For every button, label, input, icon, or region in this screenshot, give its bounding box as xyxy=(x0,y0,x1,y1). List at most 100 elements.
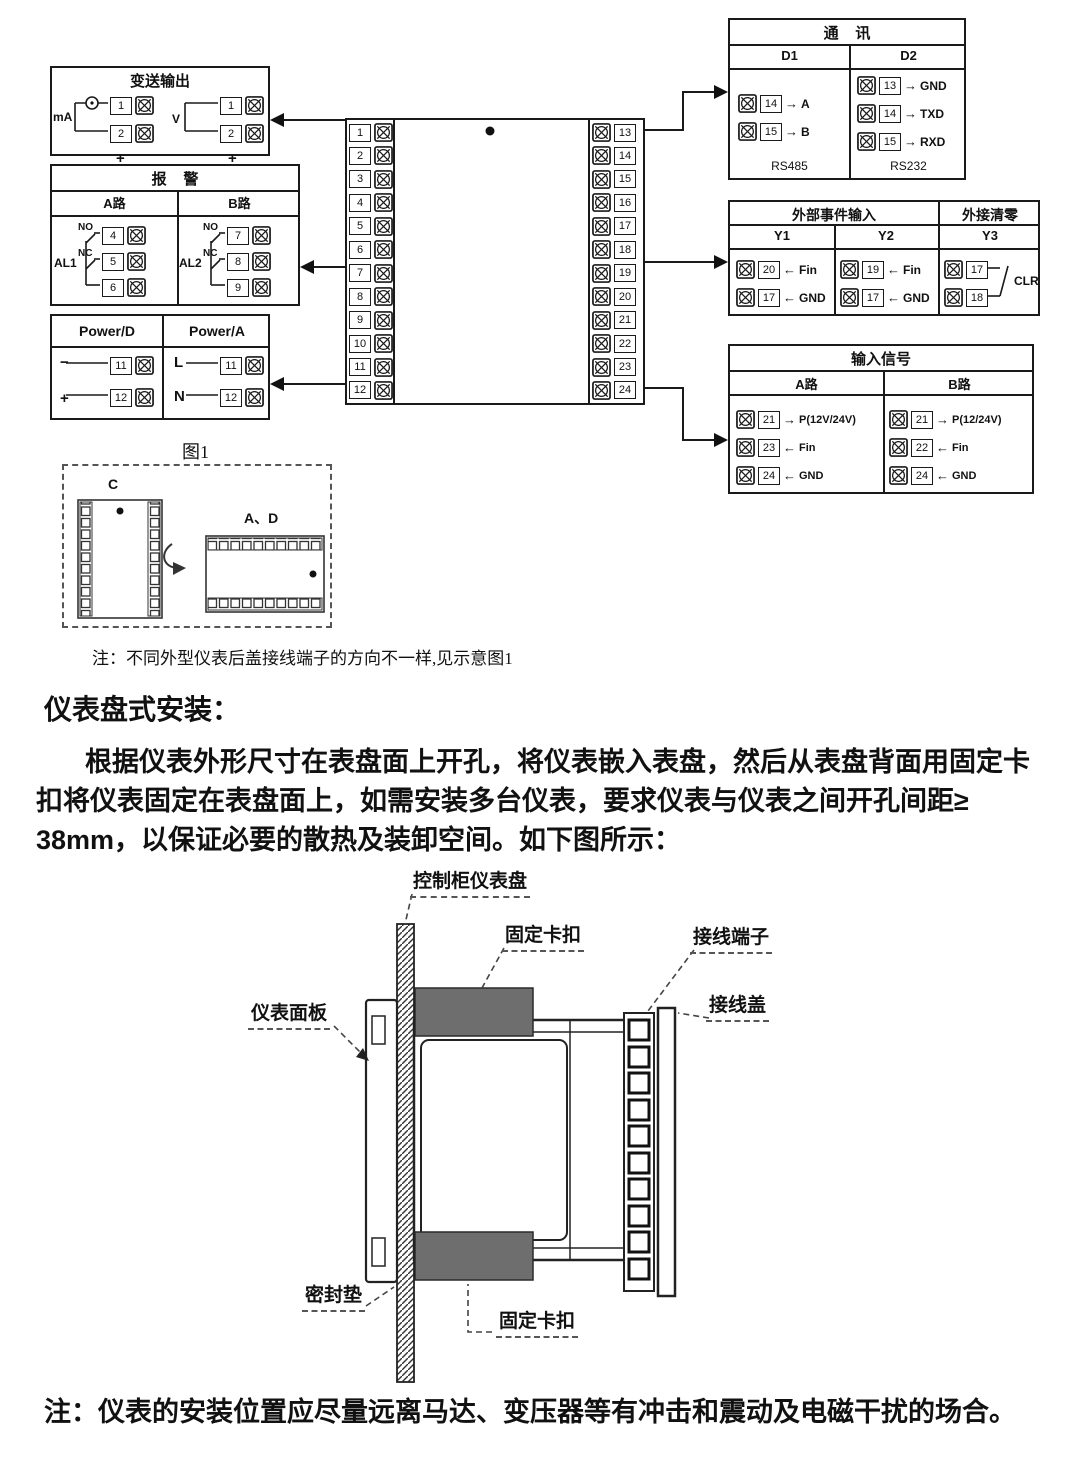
terminal-number: 24 xyxy=(758,466,780,485)
paragraph-line1: 根据仪表外形尺寸在表盘面上开孔，将仪表嵌入表盘，然后从表盘背面用固定卡 xyxy=(85,747,1030,777)
label-cabinet-panel: 控制柜仪表盘 xyxy=(410,866,531,898)
power-d-minus: − xyxy=(60,354,69,371)
signal-label: GND xyxy=(799,290,826,305)
screw-terminal-icon xyxy=(592,217,611,236)
terminal-row: 7 xyxy=(349,264,391,283)
divider xyxy=(730,370,1032,372)
no-label-a: NO xyxy=(78,222,93,233)
terminal-row: 2 xyxy=(110,124,154,143)
direction-arrow: ← xyxy=(783,262,796,277)
signal-row: 21 → P(12/24V) xyxy=(889,410,1002,429)
screw-terminal-icon xyxy=(592,287,611,306)
terminal-number: 17 xyxy=(614,217,636,236)
signal-label: Fin xyxy=(952,441,969,454)
screw-terminal-icon xyxy=(592,311,611,330)
screw-terminal-icon xyxy=(889,410,908,429)
terminal-number: 11 xyxy=(349,358,371,377)
screw-terminal-icon xyxy=(738,94,757,113)
terminal-row: 12 xyxy=(220,388,264,407)
signal-row: 22 ← Fin xyxy=(889,438,1002,457)
instrument-body xyxy=(412,1018,634,1262)
screw-terminal-icon xyxy=(840,288,859,307)
terminal-cover xyxy=(656,1006,677,1298)
signal-row: 15 → B xyxy=(738,122,810,141)
transmission-output-box: 变送输出 + − mA + − V 1 2 1 2 xyxy=(50,66,270,203)
terminal-number: 13 xyxy=(614,123,636,142)
right-terminal-strip: 13 14 15 16 17 18 19 xyxy=(588,120,643,403)
signal-label: P(12/24V) xyxy=(952,413,1002,426)
terminal-number: 18 xyxy=(614,240,636,259)
divider xyxy=(162,316,164,418)
signal-row: 13 → GND xyxy=(857,76,947,95)
terminal-number: 19 xyxy=(862,260,884,279)
screw-terminal-icon xyxy=(374,217,393,236)
terminal-row: 11 xyxy=(110,356,154,375)
terminal-number: 12 xyxy=(349,381,371,400)
terminal-row: 12 xyxy=(349,381,391,400)
al2-label: AL2 xyxy=(179,256,202,270)
terminal-number: 4 xyxy=(349,193,371,212)
left-terminal-strip: 1 2 3 4 5 6 7 xyxy=(347,120,395,403)
comm-d1-header: D1 xyxy=(781,48,798,63)
terminal-number: 3 xyxy=(349,170,371,189)
signal-label: GND xyxy=(920,78,947,93)
power-d-terminal-list: 11 12 xyxy=(110,356,154,407)
terminal-number: 6 xyxy=(349,240,371,259)
signal-row: 24 ← GND xyxy=(736,466,856,485)
label-terminal-strip: 接线端子 xyxy=(690,922,773,954)
terminal-row: 18 xyxy=(592,240,641,259)
direction-arrow: ← xyxy=(887,290,900,305)
screw-terminal-icon xyxy=(135,388,154,407)
terminal-row: 11 xyxy=(220,356,264,375)
signal-row: 20 ← Fin xyxy=(736,260,826,279)
terminal-row: 11 xyxy=(349,358,391,377)
terminal-number: 22 xyxy=(614,334,636,353)
terminal-number: 14 xyxy=(879,104,901,123)
direction-arrow: ← xyxy=(936,440,949,455)
screw-terminal-icon xyxy=(592,358,611,377)
terminal-number: 17 xyxy=(862,288,884,307)
screw-terminal-icon xyxy=(592,240,611,259)
screw-terminal-icon xyxy=(857,132,876,151)
terminal-number: 2 xyxy=(220,124,242,143)
v-label: V xyxy=(172,112,181,126)
terminal-number: 17 xyxy=(966,260,988,279)
terminal-number: 21 xyxy=(911,410,933,429)
direction-arrow: → xyxy=(904,78,917,93)
direction-arrow: ← xyxy=(936,468,949,483)
screw-terminal-icon xyxy=(374,123,393,142)
screw-terminal-icon xyxy=(736,466,755,485)
terminal-number: 8 xyxy=(349,287,371,306)
screw-terminal-icon xyxy=(374,193,393,212)
nc-label-b: NC xyxy=(203,248,218,259)
front-bezel xyxy=(364,998,399,1284)
screw-terminal-icon xyxy=(738,122,757,141)
terminal-number: 24 xyxy=(614,381,636,400)
signal-label: B xyxy=(801,124,810,139)
direction-arrow: ← xyxy=(783,468,796,483)
cabinet-panel-hatch xyxy=(396,923,415,1383)
screw-terminal-icon xyxy=(857,104,876,123)
terminal-number: 2 xyxy=(349,146,371,165)
terminal-number: 12 xyxy=(220,388,242,407)
terminal-number: 8 xyxy=(227,252,249,271)
terminal-row: 13 xyxy=(592,123,641,142)
input-route-b-header: B路 xyxy=(948,377,971,392)
event-input-box: 外部事件输入 外接清零 Y1 Y2 Y3 20 ← Fin 17 ← GND xyxy=(728,200,1040,316)
screw-terminal-icon xyxy=(374,240,393,259)
y3-header: Y3 xyxy=(982,228,998,243)
v-plus-sign: + xyxy=(228,150,237,167)
label-front-bezel: 仪表面板 xyxy=(248,998,331,1030)
fixing-clip-top xyxy=(414,987,534,1037)
screw-terminal-icon xyxy=(889,438,908,457)
transmission-title: 变送输出 xyxy=(129,73,190,90)
terminal-number: 11 xyxy=(220,356,242,375)
input-signal-title: 输入信号 xyxy=(850,351,911,368)
left-terminal-list: 1 2 3 4 5 6 7 xyxy=(347,120,393,403)
terminal-row: 9 xyxy=(349,311,391,330)
divider xyxy=(849,44,851,178)
terminal-row: 9 xyxy=(227,278,271,297)
leader-lines xyxy=(333,893,710,1333)
right-terminal-list: 13 14 15 16 17 18 19 xyxy=(590,120,643,403)
terminal-row: 17 xyxy=(592,217,641,236)
